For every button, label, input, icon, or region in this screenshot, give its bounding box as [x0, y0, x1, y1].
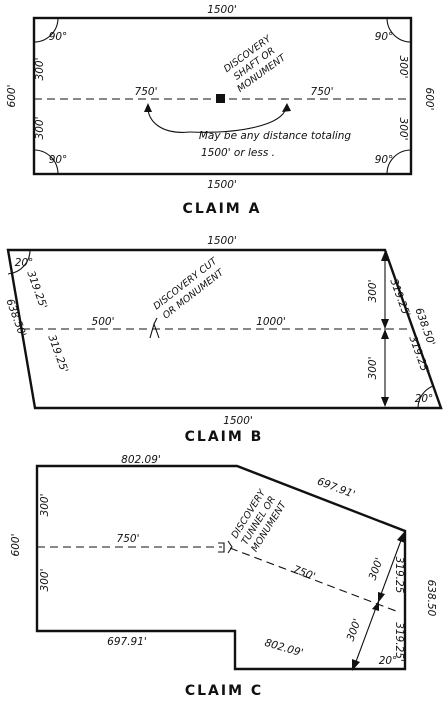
claim-a-angle-bl: 90° [49, 154, 68, 166]
claim-c-perp-upper: 300' [367, 556, 386, 582]
claim-c-caption: CLAIM C [185, 683, 263, 699]
claim-a-top-length: 1500' [207, 4, 237, 16]
claim-c-discovery-label: DISCOVERY TUNNEL OR MONUMENT [229, 487, 289, 554]
claim-c-centerline-right [229, 547, 397, 612]
claim-c-top-length: 802.09' [121, 454, 161, 466]
claim-c-angle-br: 20° [379, 655, 398, 667]
claim-a-right-width: 600' [423, 88, 435, 111]
claim-c-arrowhead-mid [372, 601, 379, 611]
claim-a-left-upper-half: 300' [34, 58, 46, 81]
claim-c-left-upper: 300' [39, 494, 51, 517]
claim-c-arrowhead-mid2 [378, 592, 385, 603]
claim-a-centerline-left: 750' [135, 86, 158, 98]
claim-a-centerline-right: 750' [311, 86, 334, 98]
claim-a-note-arrow-left [147, 107, 191, 133]
claim-b-arrowhead-bottom [381, 397, 389, 407]
claim-c-right-lower: 319.25' [393, 622, 405, 662]
claim-b-angle-br: 20° [415, 393, 434, 405]
claim-c-boundary [35, 464, 407, 671]
claim-a-right-lower-half: 300' [397, 118, 409, 141]
claim-a-note-line1: May be any distance totaling [199, 130, 352, 142]
claim-a-left-lower-half: 300' [34, 117, 46, 140]
claim-a-discovery-label: DISCOVERY SHAFT OR MONUMENT [222, 33, 289, 95]
claim-b-top-length: 1500' [207, 235, 237, 247]
claim-c: 802.09' 697.91' 697.91' 802.09' 600' 300… [10, 454, 437, 699]
claim-a-note-line2: 1500' or less . [201, 147, 275, 159]
claim-c-right-upper: 319.25 [393, 557, 405, 594]
claim-c-centerline-left-label: 750' [117, 533, 140, 545]
claim-c-discovery-symbol [218, 540, 233, 554]
claim-c-left-width: 600' [10, 534, 22, 557]
claim-c-left-lower: 300' [39, 569, 51, 592]
claim-c-centerline-right-label: 750' [291, 563, 317, 582]
claim-a-angle-tl: 90° [49, 31, 68, 43]
claim-c-right-total: 638.50 [425, 580, 437, 617]
claim-c-bottom-length: 697.91' [107, 636, 147, 648]
claim-b-angle-tl: 20° [15, 257, 34, 269]
claim-c-top-slant-length: 697.91' [315, 475, 356, 500]
claim-a: 1500' 1500' 600' 600' 300' 300' 300' 300… [6, 4, 435, 217]
claim-b-perp-upper: 300' [367, 280, 379, 303]
claim-c-arrowhead-top [397, 531, 405, 543]
claim-b-left-lower: 319.25' [45, 333, 70, 374]
claim-a-note-arrow-right [189, 107, 287, 133]
claim-b-left-total: 638.50' [3, 297, 28, 338]
claim-b-perp-lower: 300' [367, 357, 379, 380]
claim-a-corner-arc-br [386, 149, 412, 175]
claim-a-right-upper-half: 300' [397, 56, 409, 79]
claim-b-left-upper: 319.25' [24, 269, 49, 310]
claim-b: 1500' 1500' 20° 20° 638.50' 319.25' 319.… [3, 235, 443, 445]
claim-a-discovery-marker [216, 94, 225, 103]
claim-a-corner-arc-tr [386, 17, 412, 43]
claim-b-arrowhead-mid-down [381, 329, 389, 339]
claim-b-bottom-length: 1500' [223, 415, 253, 427]
claim-a-boundary [32, 16, 413, 176]
claim-a-angle-tr: 90° [375, 31, 394, 43]
claim-b-right-upper: 319.25' [387, 277, 412, 318]
claim-a-corner-arc-tl [33, 17, 59, 43]
claim-a-angle-br: 90° [375, 154, 394, 166]
claim-a-corner-arc-bl [33, 149, 59, 175]
claim-b-corner-arc-br [417, 385, 434, 409]
claim-c-perp-lower: 300' [345, 617, 364, 643]
claim-c-arrowhead-bottom [352, 659, 360, 671]
claim-b-caption: CLAIM B [185, 429, 264, 445]
claim-a-bottom-length: 1500' [207, 179, 237, 191]
claim-a-arrowhead-left [144, 103, 152, 112]
claim-b-corner-arc-tl [7, 249, 31, 275]
claim-b-arrowhead-top [381, 251, 389, 261]
claim-b-discovery-symbol [149, 317, 160, 339]
claim-a-arrowhead-right [282, 103, 291, 112]
claim-b-discovery-label: DISCOVERY CUT OR MONUMENT [151, 255, 226, 321]
claim-b-boundary [6, 248, 443, 410]
claim-b-centerline-right: 1000' [256, 316, 286, 328]
claim-b-centerline-left: 500' [92, 316, 115, 328]
claim-c-bottom-slant-length: 802.09' [263, 637, 304, 659]
claim-a-caption: CLAIM A [183, 201, 262, 217]
claim-b-arrowhead-mid-up [381, 319, 389, 329]
claim-a-left-width: 600' [6, 85, 18, 108]
